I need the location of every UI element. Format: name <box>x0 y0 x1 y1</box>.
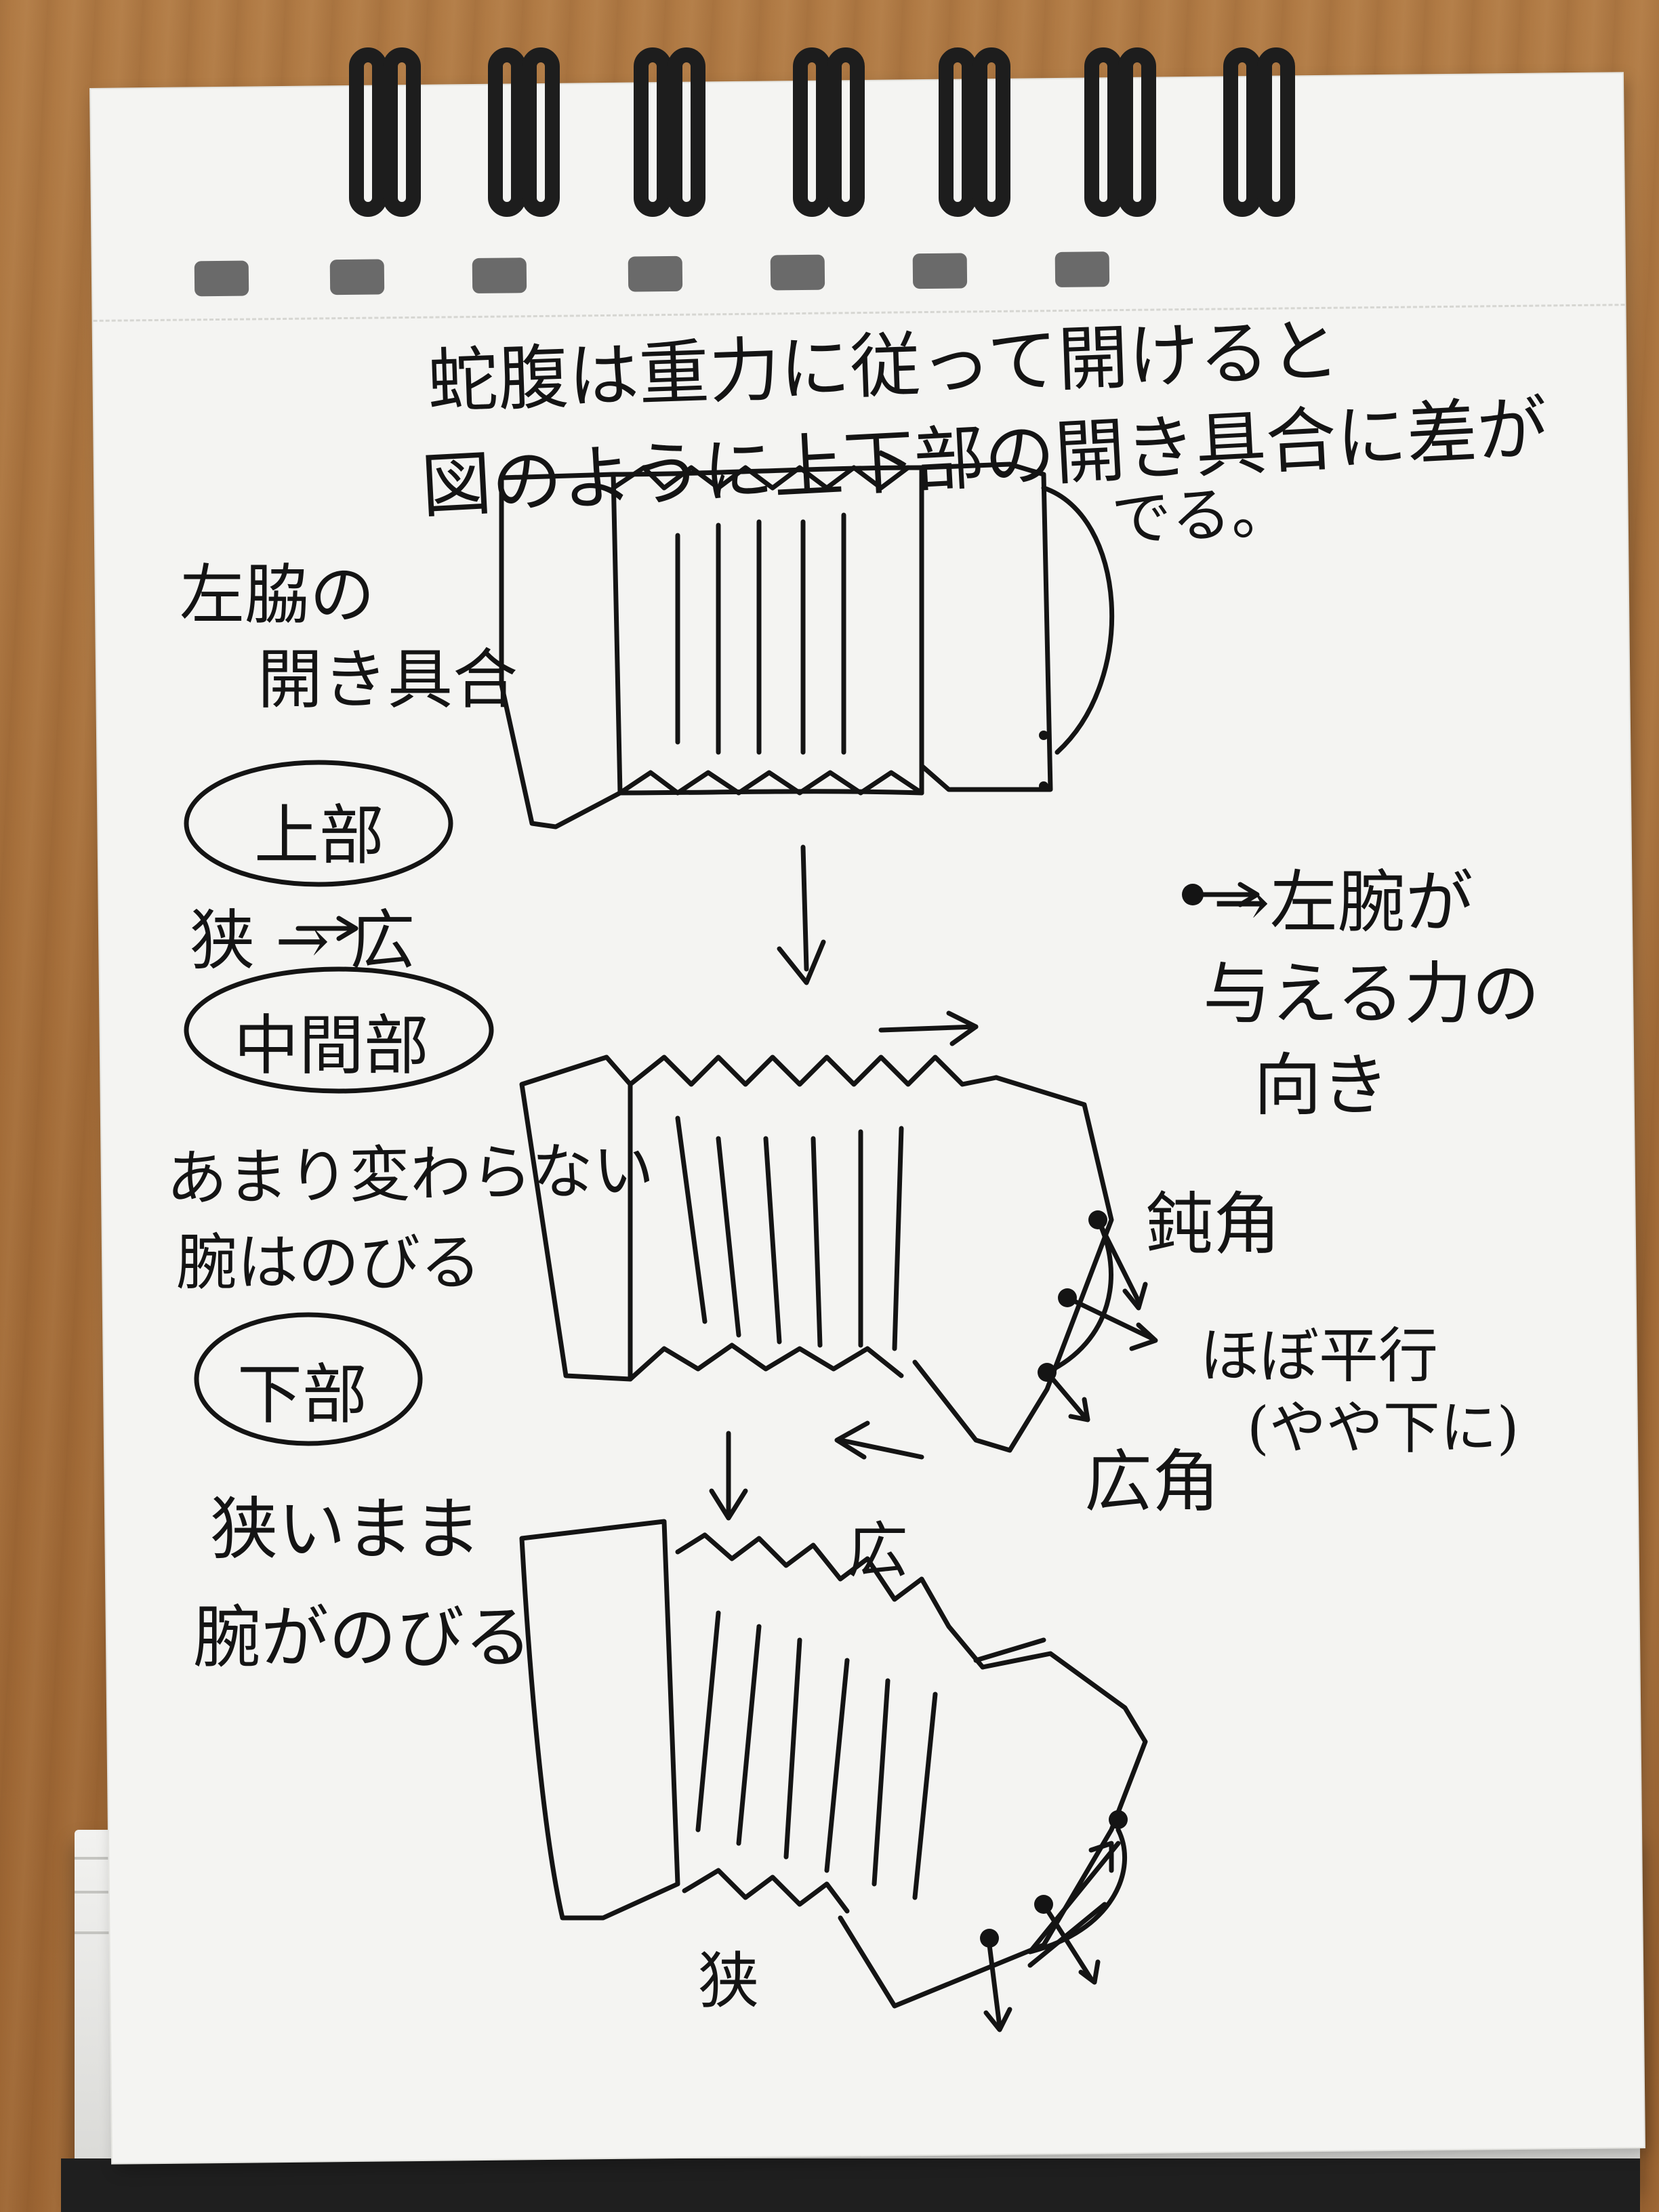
accordion-drawing-open <box>519 1519 1148 2032</box>
spiral-ring <box>972 47 1010 217</box>
angle-parallel-line1: ほぼ平行 <box>1200 1321 1439 1391</box>
middle-desc-line2: 腕はのびる <box>176 1227 481 1298</box>
legend-line1: →左腕が <box>1213 863 1473 942</box>
force-dots <box>980 731 1204 1948</box>
spiral-ring <box>383 47 421 217</box>
top-change-label: 狭→広 <box>190 903 436 979</box>
legend-line3: 向き <box>1254 1046 1389 1125</box>
legend-arrow-icon <box>1237 882 1260 907</box>
spiral-ring <box>939 47 977 217</box>
label-oval-bottom <box>194 1312 423 1446</box>
angle-obtuse-label: 鈍角 <box>1145 1185 1281 1264</box>
label-oval-middle <box>184 966 494 1094</box>
section-top-label: 上部 <box>254 798 384 874</box>
bottom-desc-line2: 腕がのびる <box>193 1598 532 1677</box>
angle-parallel-line2: (やや下に) <box>1247 1395 1519 1461</box>
section-middle-label: 中間部 <box>234 1008 429 1084</box>
spiral-ring <box>522 47 560 217</box>
spiral-ring <box>1223 47 1261 217</box>
down-arrow-icon <box>777 939 826 985</box>
down-arrow-icon <box>800 844 809 972</box>
label-oval-top <box>184 760 453 887</box>
change-arrow-icon <box>336 916 359 941</box>
note-title-line3: でる。 <box>1109 476 1292 555</box>
spiral-ring <box>1118 47 1156 217</box>
middle-desc-line1: あまり変わらない <box>165 1134 655 1215</box>
accordion-drawing-middle <box>519 1010 1158 1460</box>
label-left-opening-line1: 左脇の <box>180 557 375 633</box>
section-bottom-label: 下部 <box>237 1357 367 1433</box>
down-arrow-icon <box>709 1488 748 1521</box>
bottom-wide-mark: 広 <box>847 1515 908 1586</box>
bottom-desc-line1: 狭いまま <box>210 1490 481 1569</box>
bottom-narrow-mark: 狭 <box>698 1946 759 2017</box>
legend-line2: 与える力の <box>1203 954 1540 1033</box>
spiral-ring <box>668 47 705 217</box>
label-left-opening-line2: 開き具合 <box>258 642 518 718</box>
spiral-ring <box>827 47 865 217</box>
angle-wide-label: 広角 <box>1084 1442 1220 1521</box>
spiral-ring <box>1257 47 1295 217</box>
accordion-drawing-closed <box>499 462 1115 830</box>
notepad-back-cover <box>61 2158 1640 2212</box>
